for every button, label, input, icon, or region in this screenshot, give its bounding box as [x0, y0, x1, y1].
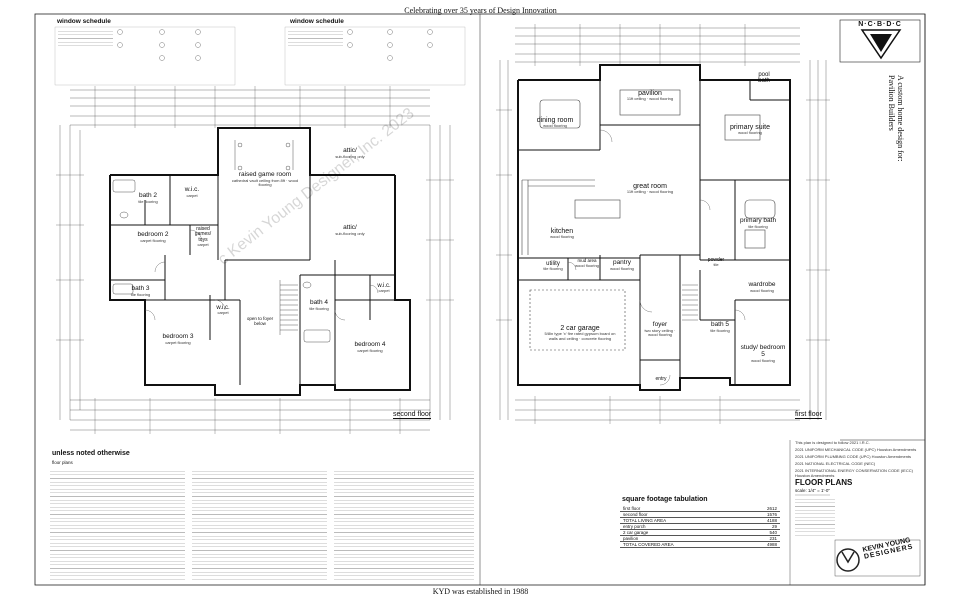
- bottom-banner: KYD was established in 1988: [432, 587, 529, 596]
- sqft-value: 4988: [744, 541, 780, 548]
- sqft-value: 231: [744, 535, 780, 542]
- window-schedule-right-notes: [288, 28, 343, 46]
- custom-line-1: A custom home design for:: [896, 75, 905, 162]
- floor-plans-title: FLOOR PLANS: [795, 478, 853, 487]
- code-line: 2021 UNIFORM PLUMBING CODE (UPC) Houston…: [795, 454, 912, 459]
- sqft-label: TOTAL COVERED AREA: [620, 541, 745, 548]
- sqft-label: pavilion: [620, 535, 745, 542]
- sqft-label: TOTAL LIVING AREA: [620, 517, 745, 524]
- sqft-label: entry porch: [620, 523, 745, 530]
- reproduction-notes: [795, 496, 835, 536]
- window-schedule-left-title: window schedule: [57, 18, 111, 25]
- room-open-to-foyer: open to foyer below: [246, 316, 274, 326]
- window-schedule-left-notes: [58, 28, 113, 46]
- notes-column-3: [334, 468, 474, 580]
- sqft-label: second floor: [620, 511, 745, 518]
- top-banner: Celebrating over 35 years of Design Inno…: [404, 6, 557, 15]
- scale-note: scale: 1/4" = 1'-0": [795, 488, 830, 493]
- code-line: 2021 INTERNATIONAL ENERGY CONSERVATION C…: [795, 468, 913, 478]
- org-name: N·C·B·D·C: [858, 21, 902, 28]
- notes-column-2: [192, 468, 327, 580]
- sqft-title: square footage tabulation: [622, 496, 708, 503]
- room-wic-4: w.i.c.carpet: [377, 283, 391, 294]
- code-list: This plan is designed to follow 2021 I.R…: [795, 440, 920, 478]
- window-schedule-right-title: window schedule: [290, 18, 344, 25]
- sqft-value: 2612: [744, 506, 780, 512]
- room-attic-left: attic/sub-flooring only: [335, 147, 365, 159]
- code-line: 2021 UNIFORM MECHANICAL CODE (UPC) Houst…: [795, 447, 917, 452]
- sqft-label: 2 car garage: [620, 529, 745, 536]
- custom-design-text: A custom home design for: Pavilion Build…: [887, 75, 905, 235]
- code-line: 2021 NATIONAL ELECTRICAL CODE (NEC): [795, 461, 876, 466]
- sqft-value: 4188: [744, 517, 780, 524]
- room-wic-3: w.i.c.carpet: [216, 305, 230, 316]
- custom-line-2: Pavilion Builders: [887, 75, 896, 131]
- first-floor-label: first floor: [795, 411, 822, 419]
- room-entry: entry: [655, 376, 667, 382]
- sqft-value: 29: [744, 523, 780, 530]
- room-pool-bath: pool bath: [758, 72, 770, 85]
- sqft-value: 1576: [744, 511, 780, 518]
- room-attic-right: attic/sub-flooring only: [335, 224, 365, 236]
- code-line: This plan is designed to follow 2021 I.R…: [795, 440, 870, 445]
- room-wic-2: w.i.c.carpet: [184, 186, 200, 198]
- notes-subtitle: floor plans: [52, 460, 73, 465]
- sqft-label: first floor: [620, 506, 745, 512]
- notes-column-1: [50, 468, 185, 580]
- notes-title: unless noted otherwise: [52, 450, 130, 457]
- second-floor-label: second floor: [393, 411, 432, 419]
- sqft-value: 540: [744, 529, 780, 536]
